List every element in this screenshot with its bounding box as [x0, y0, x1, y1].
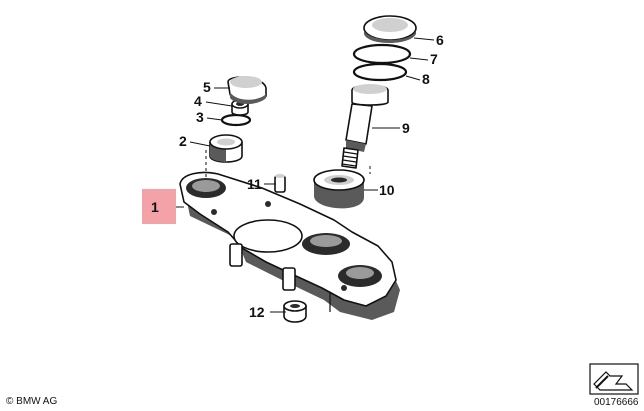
small-pin: [274, 174, 286, 193]
bushing: [209, 134, 243, 163]
callout-3[interactable]: 3: [196, 109, 204, 125]
ring-upper: [352, 43, 412, 65]
callout-9[interactable]: 9: [402, 120, 410, 136]
steering-stem: [341, 84, 389, 169]
ring-lower: [352, 62, 408, 82]
top-cap: [363, 15, 417, 43]
callout-10[interactable]: 10: [379, 182, 395, 198]
callout-1-highlight: [142, 189, 176, 224]
triple-clamp: [179, 171, 400, 320]
callout-8[interactable]: 8: [422, 71, 430, 87]
arrow-sign-icon: [589, 363, 639, 395]
image-number: 00176666: [594, 397, 639, 408]
copyright-text: © BMW AG: [6, 396, 57, 407]
callout-5[interactable]: 5: [203, 79, 211, 95]
bearing: [313, 169, 365, 209]
cap: [227, 76, 267, 104]
callout-6[interactable]: 6: [436, 32, 444, 48]
lower-nut: [283, 300, 307, 323]
callout-7[interactable]: 7: [430, 51, 438, 67]
callout-12[interactable]: 12: [249, 304, 265, 320]
o-ring: [220, 113, 252, 127]
callout-1[interactable]: 1: [151, 199, 159, 215]
callout-4[interactable]: 4: [194, 93, 202, 109]
callout-11[interactable]: 11: [247, 176, 262, 192]
callout-2[interactable]: 2: [179, 133, 187, 149]
